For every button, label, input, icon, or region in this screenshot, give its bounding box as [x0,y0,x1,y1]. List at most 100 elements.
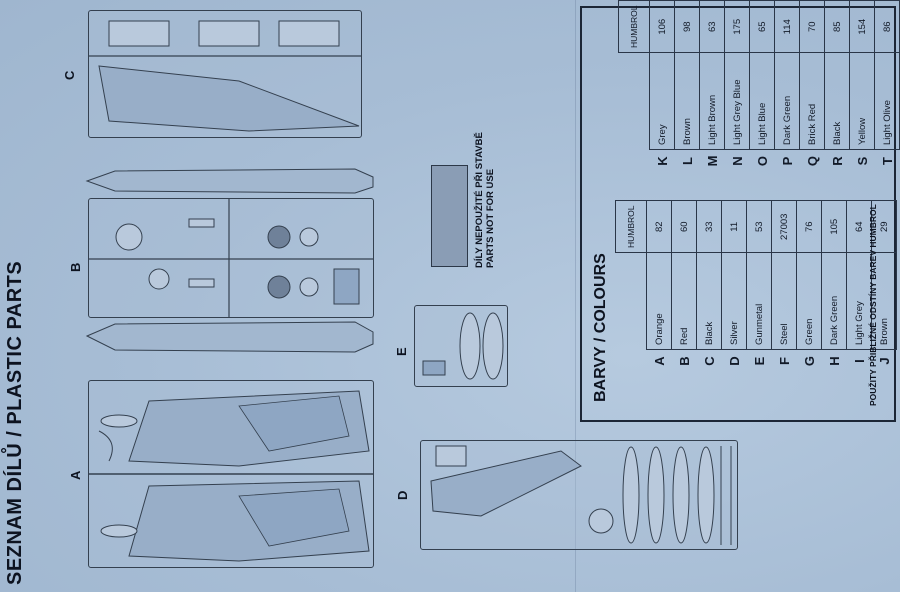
colour-letter: N [729,156,745,166]
humbrol-code: 63 [699,0,725,53]
humbrol-code: 60 [671,200,697,253]
humbrol-code: 33 [696,200,722,253]
humbrol-code: 70 [799,0,825,53]
colour-letter: E [751,356,767,366]
colour-letter: Q [804,155,820,167]
sprue-e [414,305,508,387]
colour-name: Brown [674,52,700,150]
colour-letter: A [651,356,667,366]
unused-parts-note: DÍLY NEPOUŽITÉ PŘI STAVBĚ PARTS NOT FOR … [474,132,496,268]
colour-letter: C [701,356,717,366]
fuselage-half-top [85,168,374,194]
humbrol-code: 86 [874,0,900,53]
colour-name: Gunmetal [746,252,772,350]
colour-letter: S [854,156,870,166]
colour-name: Steel [771,252,797,350]
unused-parts-note-cz: DÍLY NEPOUŽITÉ PŘI STAVBĚ [474,132,485,268]
sprue-c-drawing [89,20,361,132]
sprue-b-drawing [89,199,373,317]
table-header-blank [616,350,647,373]
page-title: SEZNAM DÍLŮ / PLASTIC PARTS [4,260,26,585]
humbrol-code: 114 [774,0,800,53]
humbrol-code: 98 [674,0,700,53]
colour-letter: F [776,357,792,365]
humbrol-header: HUMBROL [618,0,650,53]
colour-name: Grey [649,52,675,150]
colour-letter: B [676,356,692,366]
sprue-a-drawing [89,390,373,562]
colour-name: Light Brown [699,52,725,150]
humbrol-code: 154 [849,0,875,53]
unused-parts-note-en: PARTS NOT FOR USE [485,168,496,268]
humbrol-code: 82 [646,200,672,253]
colour-name: Light Olive [874,52,900,150]
sprue-c-label: C [62,70,77,80]
sprue-b-label: B [68,262,83,272]
colour-name: Yellow [849,52,875,150]
colour-name: Green [796,252,822,350]
humbrol-code: 53 [746,200,772,253]
sprue-e-label: E [394,347,409,356]
humbrol-code: 85 [824,0,850,53]
colour-letter: T [879,157,895,165]
colour-letter: P [779,156,795,166]
colour-name: Red [671,252,697,350]
sprue-e-drawing [422,312,504,380]
humbrol-header: HUMBROL [615,200,647,253]
colour-name: Light Grey Blue [724,52,750,150]
sprue-d-label: D [395,490,410,500]
colour-name: Silver [721,252,747,350]
sprue-c [88,10,362,138]
sprue-a [88,380,374,568]
colour-name: Light Blue [749,52,775,150]
colour-name: Brick Red [799,52,825,150]
colour-letter: K [654,156,670,166]
colour-table-header: HUMBROL [618,0,650,172]
colours-title: BARVY / COLOURS [592,253,609,402]
humbrol-code: 11 [721,200,747,253]
colour-letter: R [829,156,845,166]
unused-parts-swatch [431,165,468,267]
sprue-a-label: A [68,470,83,480]
colour-letter: L [679,157,695,165]
fuselage-half-bottom [85,321,374,353]
colour-name: Dark Green [821,252,847,350]
colour-letter: O [754,155,770,167]
colour-table-header: HUMBROL [615,200,647,373]
colour-letter: M [704,155,720,167]
sprue-b [88,198,374,318]
colour-letter: D [726,356,742,366]
humbrol-code: 106 [649,0,675,53]
colour-name: Orange [646,252,672,350]
colour-name: Black [696,252,722,350]
page-fold [575,0,576,592]
table-header-blank [616,253,647,350]
humbrol-code: 27003 [771,200,797,253]
colours-footnote: POUŽITY PŘIBLIŽNÉ ODSTÍNY BAREV HUMBROL [868,204,878,406]
humbrol-code: 65 [749,0,775,53]
colour-letter: H [826,356,842,366]
colour-name: Dark Green [774,52,800,150]
humbrol-code: 105 [821,200,847,253]
table-header-blank [619,53,650,150]
